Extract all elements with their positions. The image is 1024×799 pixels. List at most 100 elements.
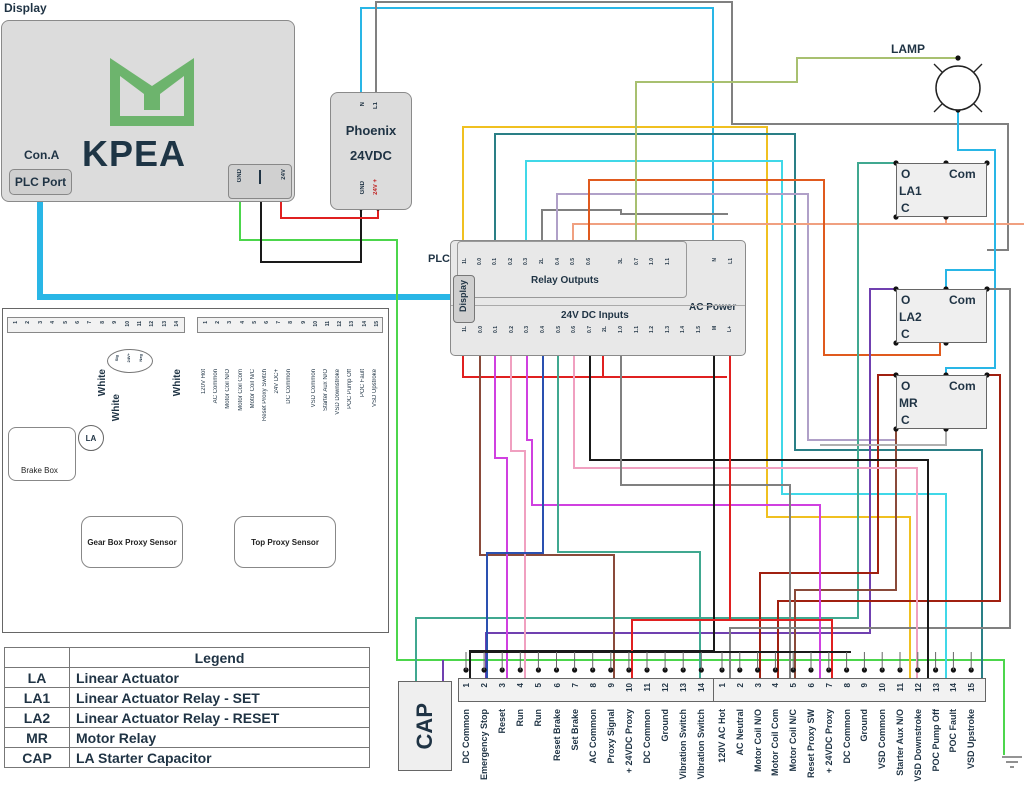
- plc-bottom-terminal: 0.2: [508, 326, 515, 333]
- plc-top-terminal: 1L: [462, 258, 468, 264]
- relay-mr-o: O: [901, 379, 911, 393]
- plc-comm-cable: [37, 202, 452, 300]
- strip-terminal-number: 14: [174, 321, 181, 327]
- terminal-number: 5: [789, 683, 799, 688]
- plc-top-terminal: 0.5: [570, 258, 576, 265]
- strip-terminal-number: 1: [13, 321, 19, 324]
- plc-display-port[interactable]: Display: [453, 275, 475, 323]
- strip-terminal-number: 2: [25, 321, 32, 324]
- relay-mr-c: C: [901, 413, 910, 427]
- lamp-label: LAMP: [891, 42, 925, 56]
- relay-la1-name: LA1: [899, 184, 922, 198]
- input-00: [479, 349, 615, 678]
- strip-terminal-label: AC Common: [213, 369, 220, 404]
- plc-bottom-terminal: 0.4: [540, 326, 546, 333]
- input-03: [526, 349, 821, 678]
- terminal-number: 6: [552, 683, 562, 688]
- legend-key: LA: [4, 667, 70, 688]
- terminal-number: 13: [679, 683, 689, 692]
- relay-outputs-label: Relay Outputs: [531, 275, 599, 286]
- psu-terminal-l1: L1: [373, 102, 379, 110]
- plc-bottom-terminal: M: [711, 326, 718, 331]
- input-02: [510, 349, 526, 678]
- plc-label: PLC: [428, 253, 450, 265]
- plc-top-terminal: 0.1: [492, 258, 498, 265]
- brake-box: Brake Box: [8, 427, 76, 481]
- plc-top-terminal: 2L: [539, 258, 545, 264]
- mr-com-wire: [777, 374, 1001, 678]
- strip-terminal-number: 10: [124, 321, 131, 327]
- strip-terminal-label: VSD Common: [310, 369, 317, 408]
- terminal-dot: [955, 55, 961, 61]
- terminal-number: 7: [570, 683, 580, 688]
- terminal-number: 9: [606, 683, 616, 688]
- plc-bottom-terminal: 0.5: [555, 326, 562, 333]
- terminal-label: Motor Coil N/O: [752, 709, 763, 772]
- strip-terminal-label: Motor Coil N/O: [225, 369, 232, 409]
- terminal-label: Vibration Switch: [678, 709, 689, 780]
- plc-top-terminal: 1.0: [649, 258, 655, 265]
- plc-bottom-terminal: 1L: [462, 326, 468, 332]
- terminal-label: + 24VDC Proxy: [823, 709, 834, 774]
- strip-terminal-number: 13: [349, 321, 356, 327]
- input-05: [557, 349, 701, 678]
- legend-header: Legend: [69, 647, 370, 668]
- plc-bottom-terminal: 0.7: [586, 326, 593, 333]
- terminal-number: 10: [624, 683, 634, 692]
- plc-bottom-terminal: 1.4: [680, 326, 687, 333]
- terminal-gnd: GND: [237, 169, 243, 183]
- wire-04: [556, 193, 896, 441]
- terminal-number: 3: [498, 683, 508, 688]
- strip-terminal-number: 12: [149, 321, 156, 327]
- terminal-label: POC Fault: [948, 709, 959, 753]
- main-terminal-block: [458, 678, 986, 702]
- strip-terminal-label: POC Fault: [359, 369, 366, 398]
- white-label-2: White: [111, 394, 122, 422]
- terminal-label: VSD Upstroke: [966, 709, 977, 770]
- ground-wire: [239, 197, 1005, 755]
- plc-divider: [451, 305, 745, 306]
- plc-top-terminal: 0.6: [586, 258, 592, 265]
- cap-label: CAP: [412, 702, 437, 750]
- plc-bottom-terminal: 1.5: [696, 326, 702, 333]
- terminal-number: 1: [462, 683, 471, 688]
- input-10: [620, 349, 791, 678]
- psu-name: Phoenix: [345, 123, 397, 138]
- terminal-label: DC Common: [642, 709, 652, 764]
- terminal-number: 8: [842, 683, 852, 688]
- strip-terminal-number: 4: [50, 321, 57, 324]
- relay-la2: O Com LA2 C: [896, 289, 987, 343]
- strip-terminal-number: 5: [62, 321, 69, 324]
- legend-key: LA2: [4, 707, 70, 728]
- legend-key: MR: [4, 727, 70, 748]
- terminal-label: Motor Coil Com: [770, 709, 781, 776]
- plc-display-tab: Display: [458, 280, 468, 313]
- input-common-wire: [462, 349, 727, 378]
- brake-box-label: Brake Box: [21, 466, 58, 475]
- com-bus-wire: [945, 270, 996, 375]
- relay-la2-name: LA2: [899, 310, 922, 324]
- terminal-label: AC Common: [587, 709, 598, 764]
- relay-mr: O Com MR C: [896, 375, 987, 429]
- plc-bottom-terminal: 0.6: [571, 326, 578, 333]
- ground-icon: [1002, 756, 1022, 768]
- plc-bottom-terminal: 1.1: [633, 326, 640, 333]
- legend-value: Linear Actuator Relay - RESET: [69, 707, 370, 728]
- terminal-label: Motor Coil N/C: [788, 709, 799, 772]
- terminal-number: 9: [860, 683, 870, 688]
- kpea-logo-icon: [110, 58, 194, 126]
- plc-port[interactable]: PLC Port: [9, 169, 72, 195]
- strip-terminal-label: VSD Downstroke: [335, 369, 342, 415]
- terminal-number: 4: [771, 683, 781, 688]
- starter-capacitor: CAP: [398, 681, 452, 771]
- terminal-number: 4: [516, 683, 526, 688]
- relay-la1-o: O: [901, 167, 911, 181]
- white-label-1: White: [97, 369, 108, 397]
- relay-mr-com: Com: [949, 379, 976, 393]
- white-label-3: White: [172, 369, 183, 397]
- mr-c2-wire: [820, 429, 947, 446]
